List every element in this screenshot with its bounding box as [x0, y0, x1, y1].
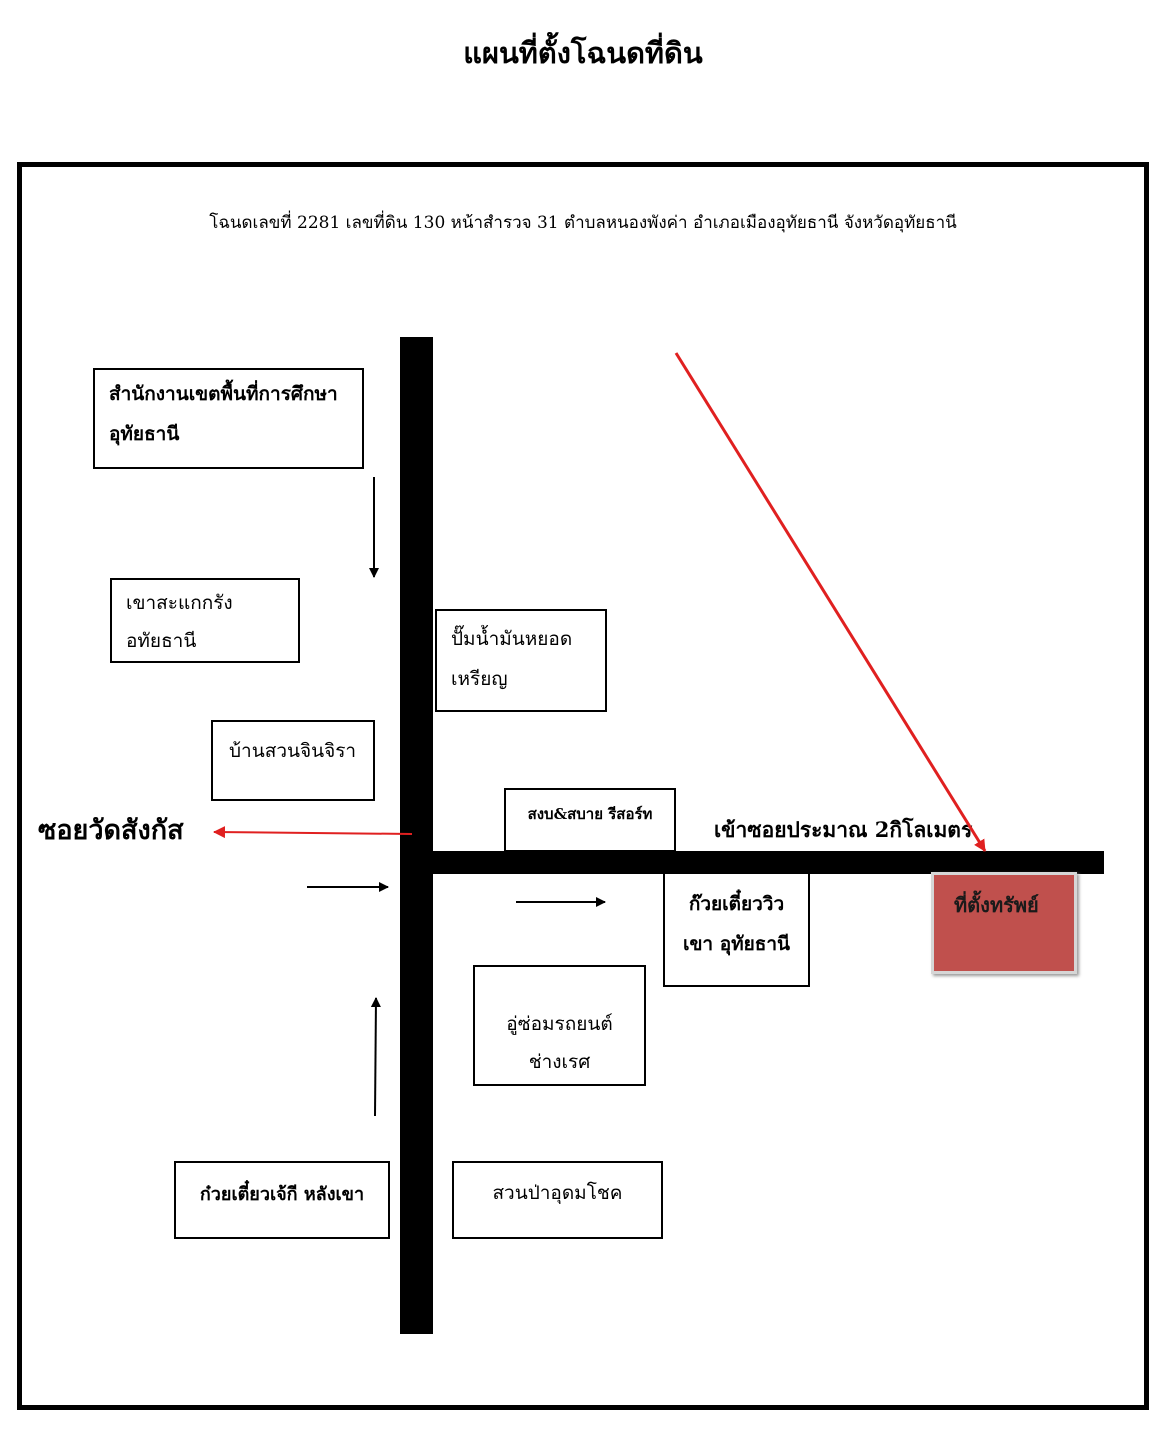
deed-info: โฉนดเลขที่ 2281 เลขที่ดิน 130 หน้าสำรวจ … [209, 213, 957, 233]
landmark-park-label: สวนป่าอุดมโชค [492, 1182, 623, 1204]
landmark-education-office-line2: อุทัยธานี [109, 423, 180, 445]
landmark-khao-sakae-krang-line1: เขาสะแกกรัง [126, 592, 233, 614]
map-title: แผนที่ตั้งโฉนดที่ดิน [463, 36, 703, 70]
target-property-marker: ที่ตั้งทรัพย์ [931, 872, 1077, 974]
landmark-khao-sakae-krang-line2: อทัยธานี [126, 630, 197, 652]
landmark-noodle-khao-line2: เขา อุทัยธานี [682, 933, 791, 955]
landmark-ban-suan-jinjira: บ้านสวนจินจิรา [211, 720, 375, 801]
landmark-khao-sakae-krang: เขาสะแกกรัง อทัยธานี [110, 578, 300, 663]
landmark-noodle-jaeki: ก๋วยเตี๋ยวเจ้กี หลังเขา [174, 1161, 390, 1239]
landmark-gas-station-line2: เหรียญ [451, 668, 508, 690]
soi-wat-sangkat-label: ซอยวัดสังกัส [38, 815, 184, 846]
landmark-gas-station: ปั๊มน้ำมันหยอด เหรียญ [435, 609, 607, 712]
entry-distance-label: เข้าซอยประมาณ 2กิโลเมตร [714, 817, 973, 842]
landmark-education-office: สำนักงานเขตพื้นที่การศึกษา อุทัยธานี [93, 368, 364, 469]
target-property-label: ที่ตั้งทรัพย์ [954, 893, 1039, 917]
landmark-noodle-jaeki-label: ก๋วยเตี๋ยวเจ้กี หลังเขา [199, 1184, 365, 1205]
map-frame [17, 162, 1149, 1410]
landmark-education-office-line1: สำนักงานเขตพื้นที่การศึกษา [109, 383, 338, 405]
landmark-park: สวนป่าอุดมโชค [452, 1161, 663, 1239]
main-road-vertical [400, 337, 433, 1334]
landmark-noodle-khao-line1: ก๊วยเตี๋ยววิว [688, 893, 785, 915]
landmark-garage-line2: ช่างเรศ [528, 1051, 591, 1073]
arrow-to-target-property [674, 352, 987, 852]
arrow-up-to-road [370, 997, 381, 1117]
landmark-ban-suan-jinjira-label: บ้านสวนจินจิรา [229, 740, 357, 762]
arrow-to-soi-wat-sangkat [213, 826, 413, 839]
landmark-resort: สงบ&สบาย รีสอร์ท [504, 788, 676, 852]
landmark-gas-station-line1: ปั๊มน้ำมันหยอด [451, 628, 573, 650]
landmark-resort-label: สงบ&สบาย รีสอร์ท [527, 805, 653, 823]
landmark-garage: อู่ซ่อมรถยนต์ ช่างเรศ [473, 965, 646, 1086]
side-road-horizontal [400, 851, 1104, 874]
landmark-garage-line1: อู่ซ่อมรถยนต์ [506, 1013, 613, 1035]
landmark-noodle-khao: ก๊วยเตี๋ยววิว เขา อุทัยธานี [663, 872, 810, 987]
